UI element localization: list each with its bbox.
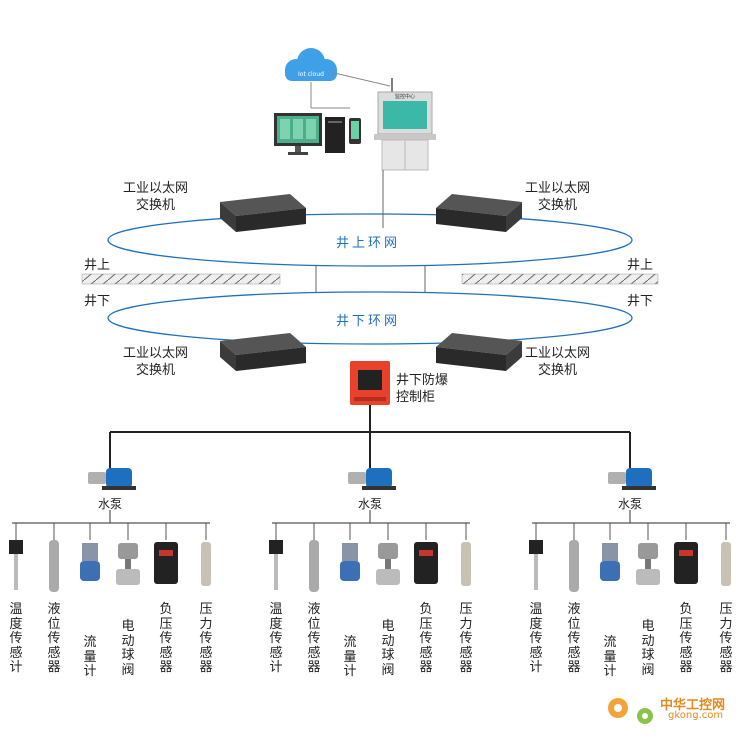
electric-ball-valve-icon: [116, 543, 140, 585]
watermark-logo-icon: [608, 698, 653, 724]
ring-label-above: 井上环网: [336, 236, 401, 251]
pump-label: 水泵: [617, 497, 642, 511]
switch-icon: [436, 194, 522, 232]
explosion-proof-cabinet-icon: [350, 361, 390, 405]
negative-pressure-sensor-icon: [414, 542, 438, 584]
sensor-label-level: 液位传感器: [47, 602, 61, 675]
computer-icon: [274, 113, 361, 155]
switch-label-top-right: 工业以太网 交换机: [525, 181, 591, 213]
sensor-label-level: 液位传感器: [307, 602, 321, 675]
ground-line-right: [461, 273, 659, 285]
above-ground-label-left: 井上: [84, 258, 111, 273]
pump-label: 水泵: [97, 497, 122, 511]
monitoring-console-icon: [374, 78, 436, 171]
temperature-sensor-icon: [529, 540, 543, 590]
below-ground-label-right: 井下: [627, 294, 654, 309]
sensor-label-flow: 流量计: [603, 635, 617, 679]
negative-pressure-sensor-icon: [674, 542, 698, 584]
electric-ball-valve-icon: [376, 543, 400, 585]
sensor-label-pressure: 压力传感器: [459, 602, 473, 675]
sensor-label-valve: 电动球阀: [641, 619, 655, 678]
watermark-title: 中华工控网: [660, 698, 726, 713]
below-ground-label-left: 井下: [84, 294, 111, 309]
pressure-sensor-icon: [461, 542, 471, 586]
sensor-label-valve: 电动球阀: [121, 619, 135, 678]
sensor-label-pressure: 压力传感器: [719, 602, 733, 675]
above-ground-ring: [107, 213, 633, 267]
cabinet-label: 井下防爆 控制柜: [396, 373, 449, 405]
ring-label-below: 井下环网: [336, 314, 401, 329]
pressure-sensor-icon: [721, 542, 731, 586]
sensor-label-negative-pressure: 负压传感器: [159, 602, 173, 675]
flow-meter-icon: [80, 543, 100, 581]
above-ground-label-right: 井上: [627, 258, 654, 273]
level-sensor-icon: [569, 540, 579, 592]
switch-label-bottom-right: 工业以太网 交换机: [525, 346, 591, 378]
water-pump-icon: [348, 468, 396, 490]
level-sensor-icon: [309, 540, 319, 592]
sensor-label-temperature: 温度传感计: [9, 602, 23, 675]
console-label: 监控中心: [395, 93, 415, 100]
switch-icon: [436, 333, 522, 371]
temperature-sensor-icon: [269, 540, 283, 590]
sensor-label-pressure: 压力传感器: [199, 602, 213, 675]
sensor-label-valve: 电动球阀: [381, 619, 395, 678]
water-pump-icon: [608, 468, 656, 490]
cloud-icon: [285, 48, 337, 81]
watermark-url: gkong.com: [668, 710, 724, 721]
flow-meter-icon: [600, 543, 620, 581]
pressure-sensor-icon: [201, 542, 211, 586]
sensor-label-negative-pressure: 负压传感器: [679, 602, 693, 675]
flow-meter-icon: [340, 543, 360, 581]
switch-icon: [220, 194, 306, 232]
switch-icon: [220, 333, 306, 371]
level-sensor-icon: [49, 540, 59, 592]
sensor-label-flow: 流量计: [343, 635, 357, 679]
electric-ball-valve-icon: [636, 543, 660, 585]
sensor-label-level: 液位传感器: [567, 602, 581, 675]
sensor-label-negative-pressure: 负压传感器: [419, 602, 433, 675]
pump-label: 水泵: [357, 497, 382, 511]
below-ground-ring: [107, 291, 633, 345]
cloud-label: Iot cloud: [298, 71, 324, 78]
switch-label-top-left: 工业以太网 交换机: [123, 181, 189, 213]
sensor-label-temperature: 温度传感计: [529, 602, 543, 675]
ground-line-left: [81, 273, 281, 285]
temperature-sensor-icon: [9, 540, 23, 590]
sensor-label-temperature: 温度传感计: [269, 602, 283, 675]
sensor-label-flow: 流量计: [83, 635, 97, 679]
switch-label-bottom-left: 工业以太网 交换机: [123, 346, 189, 378]
water-pump-icon: [88, 468, 136, 490]
negative-pressure-sensor-icon: [154, 542, 178, 584]
